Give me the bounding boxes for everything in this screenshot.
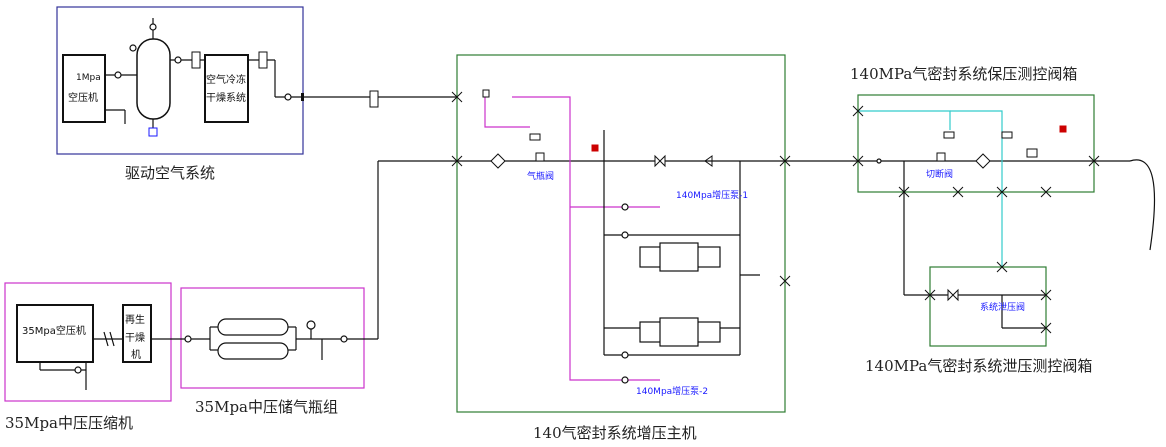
air-compressor-box: [62, 54, 106, 123]
shutoff-valve-label: 切断阀: [926, 168, 953, 180]
compressor-35-title: 35Mpa中压压缩机: [5, 414, 133, 432]
gas-cylinder-2: [217, 342, 289, 360]
drive-air-frame: [56, 6, 304, 155]
main-unit-title: 140气密封系统增压主机: [533, 424, 697, 442]
regen-dryer-box: [122, 304, 152, 363]
storage-35-frame: [180, 287, 365, 389]
compressor-35-box: [16, 304, 94, 363]
air-compressor-label-1: 1Mpa: [76, 73, 101, 83]
junction-marks: [451, 91, 1100, 334]
booster-pump-2-label: 140Mpa增压泵-2: [636, 385, 708, 397]
regen-dryer-label-1: 再生: [125, 313, 145, 326]
compressor-35-label: 35Mpa空压机: [22, 324, 86, 337]
regen-dryer-label-2: 干燥: [125, 332, 145, 344]
air-dryer-label-1: 空气冷冻: [206, 73, 246, 86]
gas-cylinder-1: [217, 318, 289, 336]
release-valve-label: 系统泄压阀: [980, 301, 1025, 313]
air-compressor-label-2: 空压机: [68, 91, 98, 104]
release-box-title: 140MPa气密封系统泄压测控阀箱: [865, 357, 1092, 375]
booster-pump-1-label: 140Mpa增压泵-1: [676, 189, 748, 201]
hold-box-title: 140MPa气密封系统保压测控阀箱: [850, 65, 1077, 83]
air-dryer-box: [204, 54, 249, 123]
air-dryer-label-2: 干燥系统: [206, 91, 246, 104]
air-tank: [136, 38, 171, 120]
compressor-35-frame: [4, 282, 172, 402]
regen-dryer-label-3: 机: [131, 348, 141, 361]
filter-icon: [490, 153, 506, 169]
filter-icon-2: [975, 153, 991, 169]
storage-35-title: 35Mpa中压储气瓶组: [195, 398, 338, 416]
hold-box-frame: [857, 94, 1095, 193]
gas-bottle-valve-label: 气瓶阀: [527, 170, 554, 182]
drive-air-title: 驱动空气系统: [125, 164, 215, 182]
main-unit-frame: [456, 54, 786, 413]
release-box-frame: [929, 266, 1047, 347]
